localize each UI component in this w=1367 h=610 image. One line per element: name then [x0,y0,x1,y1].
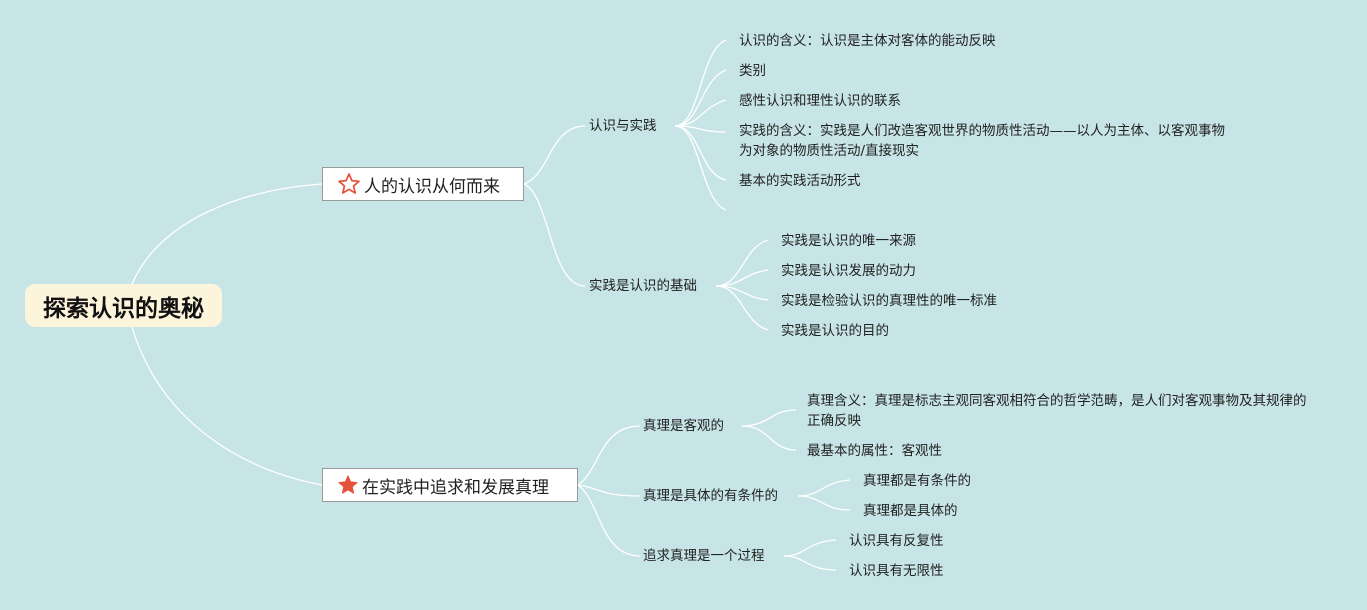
leaf-node[interactable]: 实践是检验认识的真理性的唯一标准 [781,293,997,309]
branch-label: 在实践中追求和发展真理 [362,477,549,498]
leaf-node[interactable]: 认识的含义：认识是主体对客体的能动反映 [739,33,996,49]
subtopic-truth-concrete[interactable]: 真理是具体的有条件的 [643,488,778,504]
leaf-node[interactable]: 真理都是有条件的 [863,473,971,489]
leaf-node[interactable]: 真理都是具体的 [863,503,958,519]
subtopic-truth-objective[interactable]: 真理是客观的 [643,418,724,434]
branch-label: 人的认识从何而来 [364,176,500,197]
leaf-node[interactable]: 最基本的属性：客观性 [807,443,942,459]
leaf-node[interactable]: 实践是认识的目的 [781,323,889,339]
branch-pursue-truth[interactable]: 在实践中追求和发展真理 [322,468,578,502]
leaf-node[interactable]: 感性认识和理性认识的联系 [739,93,901,109]
leaf-node[interactable]: 真理含义：真理是标志主观同客观相符合的哲学范畴，是人们对客观事物及其规律的正确反… [807,393,1307,429]
leaf-node[interactable]: 认识具有无限性 [849,563,944,579]
root-topic[interactable]: 探索认识的奥秘 [25,284,222,327]
leaf-node[interactable]: 实践是认识发展的动力 [781,263,916,279]
star-outline-icon [338,173,360,194]
subtopic-cognition-and-practice[interactable]: 认识与实践 [589,118,657,134]
leaf-node[interactable]: 实践的含义：实践是人们改造客观世界的物质性活动——以人为主体、以客观事物为对象的… [739,123,1225,159]
leaf-node[interactable]: 认识具有反复性 [849,533,944,549]
subtopic-practice-basis[interactable]: 实践是认识的基础 [589,278,697,294]
leaf-node[interactable]: 基本的实践活动形式 [739,173,861,189]
leaf-node[interactable]: 类别 [739,63,766,79]
star-filled-icon [338,475,358,494]
branch-human-cognition-origin[interactable]: 人的认识从何而来 [322,167,524,201]
leaf-node[interactable]: 实践是认识的唯一来源 [781,233,916,249]
subtopic-truth-process[interactable]: 追求真理是一个过程 [643,548,765,564]
